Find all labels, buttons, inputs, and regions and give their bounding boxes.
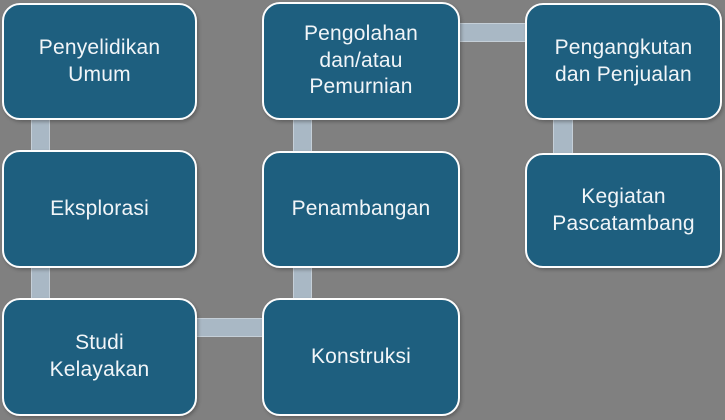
node-label-penyelidikan-umum: Penyelidikan Umum [38, 35, 161, 86]
node-label-kegiatan-pascatambang: Kegiatan Pascatambang [552, 184, 695, 235]
node-penambangan: Penambangan [262, 151, 460, 268]
node-kegiatan-pascatambang: Kegiatan Pascatambang [525, 153, 722, 268]
node-studi-kelayakan: Studi Kelayakan [2, 298, 197, 416]
node-label-penambangan: Penambangan [291, 197, 431, 221]
node-konstruksi: Konstruksi [262, 298, 460, 416]
connector-pengolahan-to-pengangkutan [455, 23, 531, 42]
node-label-konstruksi: Konstruksi [310, 344, 412, 368]
node-label-pengangkutan-penjualan: Pengangkutan dan Penjualan [554, 35, 693, 86]
node-label-eksplorasi: Eksplorasi [50, 196, 149, 220]
connector-studi-kelayakan-to-konstruksi [190, 318, 270, 337]
node-pengolahan-pemurnian: Pengolahan dan/atau Pemurnian [262, 2, 460, 120]
node-eksplorasi: Eksplorasi [2, 150, 197, 268]
node-penyelidikan-umum: Penyelidikan Umum [2, 3, 197, 120]
node-label-studi-kelayakan: Studi Kelayakan [49, 331, 150, 381]
node-label-pengolahan-pemurnian: Pengolahan dan/atau Pemurnian [303, 21, 419, 99]
node-pengangkutan-penjualan: Pengangkutan dan Penjualan [525, 3, 722, 120]
